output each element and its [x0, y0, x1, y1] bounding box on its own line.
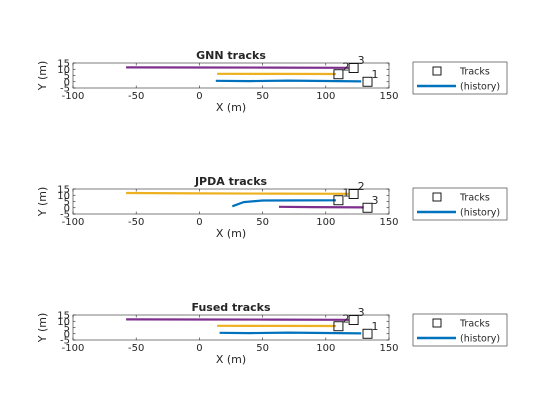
y-tick-label: 15	[57, 311, 70, 322]
x-axis-label: X (m)	[216, 227, 246, 240]
x-tick-label: 50	[256, 343, 269, 354]
y-tick-label: 5	[64, 71, 70, 82]
x-axis-label: X (m)	[216, 101, 246, 114]
y-axis-label: Y (m)	[36, 187, 49, 218]
x-tick-label: -100	[62, 217, 85, 228]
track-marker	[333, 69, 344, 80]
y-tick-label: 5	[64, 323, 70, 334]
y-tick-label: 15	[57, 185, 70, 196]
x-tick-label: -100	[62, 91, 85, 102]
legend-tracks-marker	[432, 66, 442, 76]
x-tick-label: 50	[256, 217, 269, 228]
x-tick-label: 0	[196, 343, 202, 354]
track-marker	[362, 328, 373, 339]
track-id-label: 2	[342, 60, 349, 73]
y-axis-label: Y (m)	[36, 61, 49, 92]
track-marker	[348, 63, 359, 73]
y-tick-label: 0	[64, 77, 70, 88]
legend-history-label: (history)	[460, 334, 500, 345]
subplot-title: GNN tracks	[196, 49, 266, 62]
legend-tracks-marker	[432, 192, 442, 202]
x-tick-label: 0	[196, 217, 202, 228]
track-id-label: 1	[372, 320, 379, 333]
y-axis-label: Y (m)	[36, 313, 49, 344]
track-marker	[333, 321, 344, 332]
y-tick-label: 5	[64, 197, 70, 208]
track-id-label: 3	[358, 54, 365, 67]
x-tick-label: 0	[196, 91, 202, 102]
legend-history-label: (history)	[460, 82, 500, 93]
track-id-label: 3	[372, 194, 379, 207]
x-axis-label: X (m)	[216, 353, 246, 366]
track-id-label: 3	[358, 306, 365, 319]
x-tick-label: -50	[128, 217, 144, 228]
y-tick-label: 0	[64, 203, 70, 214]
x-tick-label: 100	[316, 91, 335, 102]
y-tick-label: -5	[60, 336, 70, 347]
track-id-label: 2	[358, 180, 365, 193]
y-tick-label: -5	[60, 84, 70, 95]
x-tick-label: -50	[128, 91, 144, 102]
x-tick-label: 50	[256, 91, 269, 102]
y-tick-label: 15	[57, 59, 70, 70]
track-history	[215, 79, 362, 83]
subplot-title: Fused tracks	[192, 301, 271, 314]
track-marker	[333, 195, 344, 206]
track-marker	[362, 76, 373, 87]
track-history	[126, 191, 349, 195]
track-history	[219, 331, 362, 335]
y-tick-label: 0	[64, 329, 70, 340]
y-tick-label: -5	[60, 210, 70, 221]
legend-tracks-label: Tracks	[459, 319, 490, 330]
legend-tracks-label: Tracks	[459, 193, 490, 204]
track-marker	[362, 202, 373, 213]
track-id-label: 1	[372, 68, 379, 81]
x-tick-label: 100	[316, 343, 335, 354]
y-tick-label: 10	[57, 317, 70, 328]
x-tick-label: 150	[379, 343, 398, 354]
x-tick-label: 150	[379, 91, 398, 102]
legend-tracks-marker	[432, 318, 442, 328]
legend-history-label: (history)	[460, 208, 500, 219]
x-tick-label: -100	[62, 343, 85, 354]
legend-box	[412, 313, 508, 347]
x-tick-label: 100	[316, 217, 335, 228]
subplot-title: JPDA tracks	[194, 175, 268, 188]
x-tick-label: 150	[379, 217, 398, 228]
y-tick-label: 10	[57, 65, 70, 76]
track-history	[278, 205, 364, 209]
track-marker	[348, 315, 359, 325]
track-id-label: 2	[342, 312, 349, 325]
legend-tracks-label: Tracks	[459, 67, 490, 78]
x-tick-label: -50	[128, 343, 144, 354]
legend-box	[412, 61, 508, 95]
legend-box	[412, 187, 508, 221]
track-marker	[348, 189, 359, 199]
y-tick-label: 10	[57, 191, 70, 202]
track-history	[231, 199, 336, 208]
track-id-label: 1	[342, 186, 349, 199]
